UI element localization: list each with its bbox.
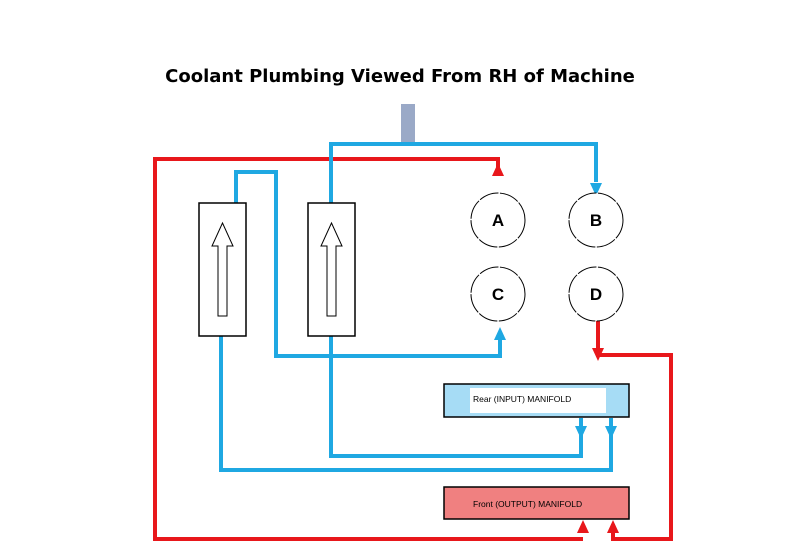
port-a-circle [470,192,526,248]
port-d-label: D [590,285,602,304]
front-manifold [443,486,630,520]
port-b-circle [568,192,624,248]
front-manifold-label: Front (OUTPUT) MANIFOLD [473,499,582,509]
red-arrow-into-a [492,163,504,176]
cooler-right [307,202,356,337]
rear-manifold-label: Rear (INPUT) MANIFOLD [473,394,571,404]
port-b-label: B [590,211,602,230]
port-c-label: C [492,285,504,304]
rear-manifold [443,383,630,418]
blue-line-left-cooler-to-c [234,170,502,358]
blue-arrow-into-b [590,183,602,196]
blue-arrow-into-c [494,327,506,340]
port-a-label: A [492,211,504,230]
flow-up-arrow-icon [211,221,234,317]
diagram-title: Coolant Plumbing Viewed From RH of Machi… [165,66,635,87]
blue-arrow-rear-right [605,426,617,439]
red-arrow-out-of-d [592,348,604,361]
red-arrow-front-right [607,520,619,533]
port-d-circle [568,266,624,322]
blue-line-right-cooler-to-rear [329,336,583,458]
red-arrow-front-left [577,520,589,533]
cooler-left [198,202,247,337]
blue-arrow-rear-left [575,426,587,439]
blue-line-left-cooler-to-rear [219,336,613,472]
inlet-stub [401,104,415,144]
blue-line-top-to-b [329,142,598,205]
port-c-circle [470,266,526,322]
flow-up-arrow-icon [320,221,343,317]
